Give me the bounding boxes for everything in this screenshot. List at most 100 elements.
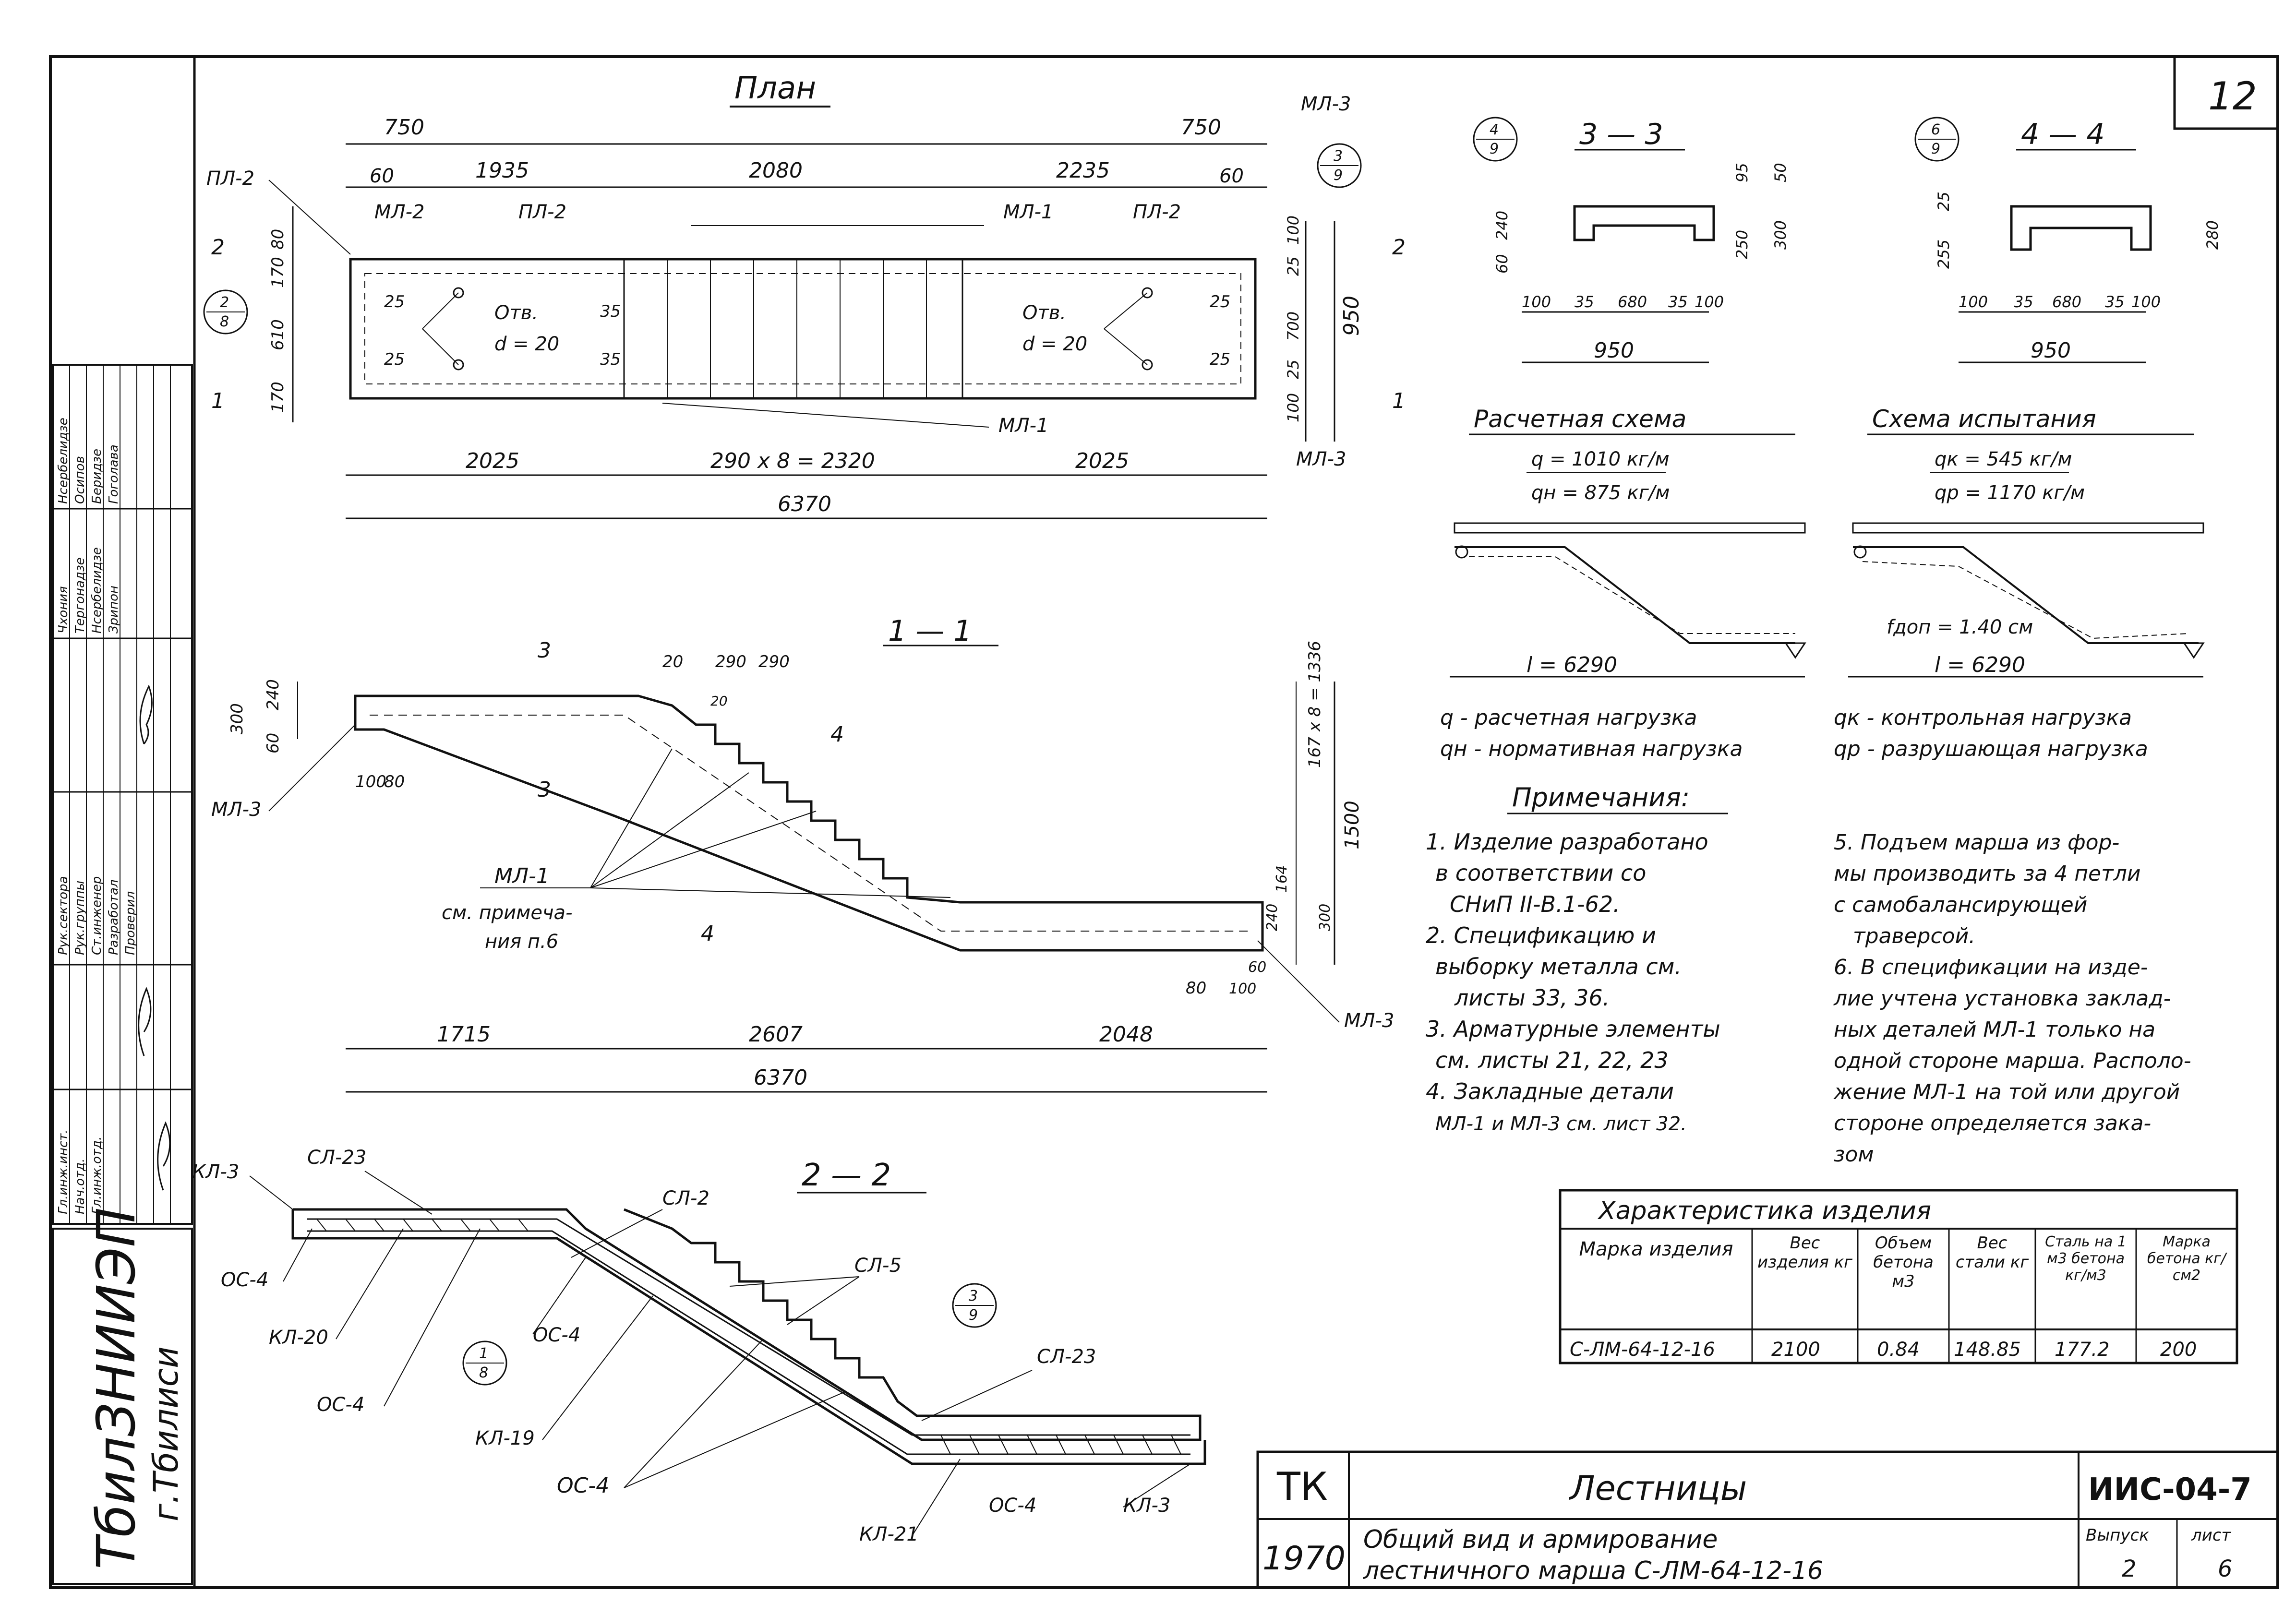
note-line: одной стороне марша. Располо- [1834, 1049, 2191, 1073]
opening-label: d = 20 [1022, 333, 1087, 355]
part-label: МЛ-3 [1301, 93, 1351, 115]
name-5: Нсербелидзе [56, 418, 71, 504]
dim: 170 [268, 382, 288, 413]
section-title: 3 — 3 [1579, 118, 1663, 151]
dim: 80 [1186, 979, 1206, 998]
dim: 167 x 8 = 1336 [1305, 641, 1324, 768]
notes-title: Примечания: [1512, 782, 1690, 813]
signature-mark [157, 1121, 171, 1191]
part-label: ОС-4 [557, 1473, 609, 1498]
notes: Примечания: 1. Изделие разработано в соо… [1426, 782, 2191, 1167]
dim: 950 [1594, 338, 1634, 363]
dim: 255 [1935, 239, 1953, 269]
part-label: МЛ-3 [1344, 1010, 1394, 1032]
name-4: Зрипон [107, 586, 121, 634]
stamp-year: 1970 [1262, 1540, 1346, 1578]
note-line: листы 33, 36. [1454, 985, 1610, 1011]
stamp-label: Выпуск [2086, 1526, 2149, 1545]
note-line: зом [1834, 1142, 1874, 1167]
bubble-num: 8 [479, 1364, 488, 1381]
stamp-subtitle: Общий вид и армирование [1363, 1525, 1718, 1554]
cut-mark: 1 [1392, 389, 1406, 413]
dim: 80 [268, 229, 288, 250]
table-cell: 2100 [1771, 1339, 1820, 1361]
detail-bubble [203, 289, 248, 335]
section-1-1: 1 — 1 20 290 290 20 300 240 60 100 80 15… [211, 614, 1394, 1093]
dim: 2025 [466, 449, 519, 473]
dim: 6370 [778, 492, 831, 516]
note-line: СНиП II-В.1-62. [1450, 891, 1620, 917]
table-header: Вес изделия кг [1757, 1233, 1853, 1272]
note-line: 6. В спецификации на изде- [1834, 955, 2148, 980]
cut-mark: 2 [211, 235, 225, 260]
dim: 60 [1493, 254, 1511, 274]
opening-label: Отв. [1022, 302, 1066, 324]
org-name: ТбилЗНИИЭП [85, 1208, 147, 1569]
dim: 100 [2131, 293, 2161, 311]
role-7: Разработал [107, 879, 121, 955]
part-label: СЛ-5 [854, 1255, 902, 1277]
bubble-num: 9 [1931, 141, 1940, 157]
table-cell: 200 [2160, 1339, 2197, 1361]
dim: 100 [1959, 293, 1988, 311]
table-cell: С-ЛМ-64-12-16 [1570, 1339, 1715, 1361]
dim: 60 [370, 165, 394, 187]
part-label: МЛ-1 [998, 415, 1048, 437]
dim: 300 [1317, 904, 1334, 931]
detail-bubble [462, 1340, 507, 1386]
part-label: ОС-4 [533, 1324, 580, 1346]
role-6: Ст.инженер [90, 876, 104, 955]
test-title: Схема испытания [1872, 405, 2096, 433]
bubble-num: 6 [1931, 121, 1940, 138]
cut-mark: 2 [1392, 235, 1406, 260]
name-6: Осипов [73, 456, 87, 504]
dim: 25 [1210, 292, 1230, 311]
bubble-num: 1 [479, 1345, 488, 1362]
part-label: КЛ-21 [859, 1523, 919, 1545]
role-3: Гл.инж.отд. [90, 1136, 104, 1214]
table-header: Объем бетона м3 [1873, 1233, 1934, 1291]
part-label: МЛ-3 [211, 799, 261, 821]
name-3: Нсербелидзе [90, 547, 104, 634]
dim: 25 [1210, 350, 1230, 369]
dim: 290 [715, 652, 746, 671]
section-3-3: 3 — 3 4 9 240 60 95 50 250 300 100 35 68… [1473, 117, 1790, 363]
dim: 290 [758, 652, 790, 671]
calc-scheme: Расчетная схема q = 1010 кг/м qн = 875 к… [1450, 405, 1806, 678]
section-profile [2010, 205, 2152, 251]
dim: 680 [1618, 293, 1647, 311]
dim: 35 [600, 350, 621, 369]
cut-mark: 3 [538, 778, 551, 802]
dim: 95 [1733, 163, 1751, 182]
signature-mark [138, 987, 152, 1056]
dim: 750 [1181, 115, 1221, 140]
characteristics-table: Характеристика изделия Марка изделия Вес… [1559, 1189, 2238, 1364]
dim: 20 [662, 652, 683, 671]
part-label: КЛ-3 [192, 1161, 239, 1183]
plan-title: План [734, 71, 816, 106]
table-cell: 177.2 [2055, 1339, 2110, 1361]
signature-mark [139, 684, 153, 744]
dim: 2607 [749, 1022, 803, 1047]
dim: 35 [1668, 293, 1688, 311]
load-value: qр = 1170 кг/м [1935, 482, 2085, 504]
bubble-num: 3 [1334, 148, 1343, 165]
dim: 700 [1284, 311, 1302, 341]
part-label: ОС-4 [317, 1394, 364, 1416]
name-1: Чхония [56, 586, 71, 634]
dim: 680 [2052, 293, 2081, 311]
table-cell: 148.85 [1954, 1339, 2021, 1361]
sheet-number-box [2173, 55, 2279, 130]
note-line: 5. Подъем марша из фор- [1834, 830, 2119, 855]
dim: 240 [264, 679, 283, 710]
bubble-num: 3 [969, 1288, 978, 1304]
part-label: КЛ-3 [1123, 1495, 1170, 1517]
section-title: 1 — 1 [888, 614, 972, 648]
section-title: 2 — 2 [802, 1158, 891, 1193]
sheet-number: 12 [2208, 74, 2257, 119]
note-line: ных деталей МЛ-1 только на [1834, 1017, 2155, 1042]
bubble-num: 9 [1334, 167, 1343, 184]
dim: 750 [384, 115, 424, 140]
dim: 35 [1575, 293, 1594, 311]
note-line: траверсой. [1853, 924, 1975, 948]
